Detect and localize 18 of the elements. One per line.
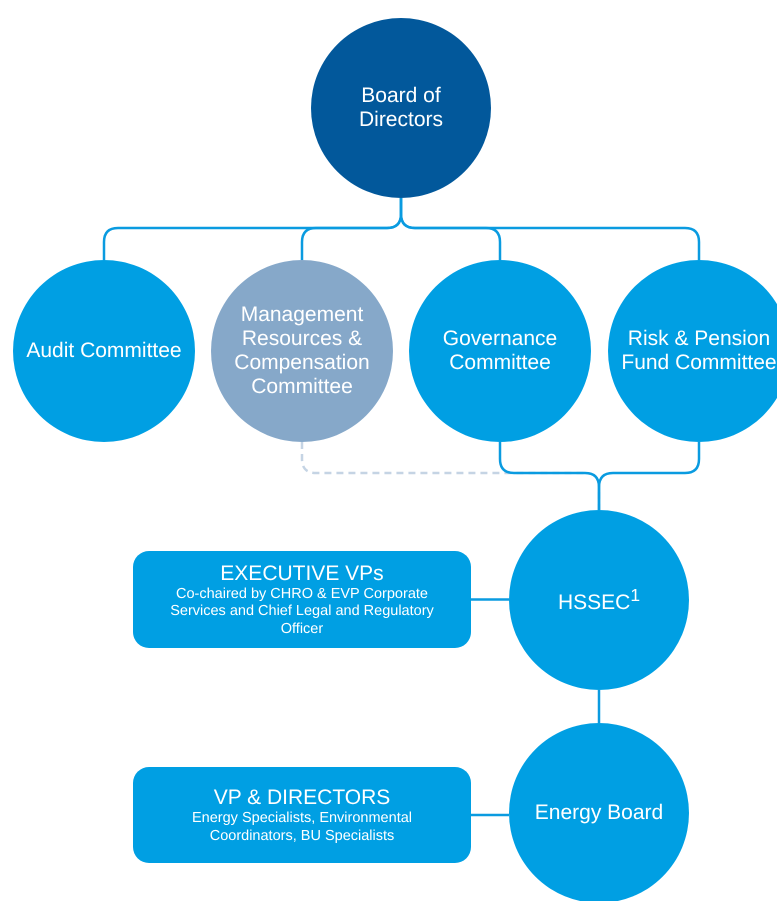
node-label: HSSEC$^{1}$ bbox=[556, 584, 642, 616]
node-label: Audit Committee bbox=[25, 338, 183, 364]
role-title: VP & DIRECTORS bbox=[214, 785, 390, 810]
connector-line bbox=[471, 598, 509, 601]
role-description: Energy Specialists, Environmental Coordinators, BU Specialists bbox=[190, 810, 414, 845]
connector-line bbox=[598, 442, 700, 510]
node-label: Board of Directors bbox=[358, 84, 444, 132]
role-title: EXECUTIVE VPs bbox=[220, 560, 384, 586]
connector-line bbox=[598, 690, 600, 723]
role-description: Co-chaired by CHRO & EVP Corporate Services and Chief Legal and Regulatory Officer bbox=[169, 586, 435, 638]
connector-line bbox=[471, 814, 509, 816]
node-label: Management Resources & Compensation Committee bbox=[233, 302, 371, 400]
node-label: Governance Committee bbox=[442, 326, 558, 376]
role-box bbox=[133, 767, 471, 863]
node-label: Energy Board bbox=[534, 800, 664, 826]
node-label: Risk & Pension Fund Committee bbox=[620, 326, 777, 376]
role-box bbox=[133, 551, 471, 648]
connector-line bbox=[400, 198, 700, 260]
